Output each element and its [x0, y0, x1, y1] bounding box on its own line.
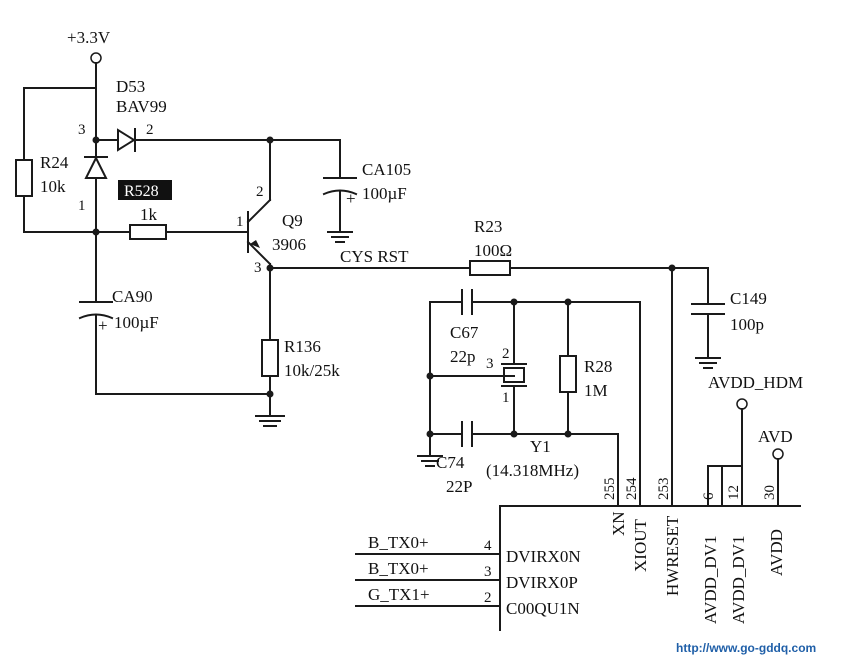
watermark-url: http://www.go-gddq.com [676, 641, 816, 655]
c149-value: 100p [730, 315, 764, 334]
avdd-hdm-label: AVDD_HDM [708, 373, 803, 392]
c67-value: 22p [450, 347, 476, 366]
d53-diode: D53 BAV99 3 2 1 [78, 77, 271, 236]
ic-pin-name-avdd-dv1-b: AVDD_DV1 [729, 536, 748, 624]
ca90-capacitor: + CA90 100µF [78, 231, 269, 395]
ca90-polarity: + [98, 316, 108, 335]
reset-net: CYS RST R23 100Ω C149 100p [269, 217, 767, 507]
q9-pin3: 3 [254, 260, 262, 276]
ic-pin-name-avdd-dv1-a: AVDD_DV1 [701, 536, 720, 624]
y1-freq: (14.318MHz) [486, 461, 579, 480]
d53-pin3: 3 [78, 122, 86, 138]
r136-ref: R136 [284, 337, 321, 356]
r136-value: 10k/25k [284, 361, 340, 380]
ic-pin-name-xiout: XIOUT [631, 519, 650, 572]
d53-part: BAV99 [116, 97, 167, 116]
ic-pin-num-6: 6 [701, 492, 717, 500]
ca105-ref: CA105 [362, 160, 411, 179]
r28-ref: R28 [584, 357, 612, 376]
r24-value: 10k [40, 177, 66, 196]
ic-pin-num-2: 2 [484, 590, 492, 606]
crystal-circuit: C67 22p 3 2 1 R28 1M C74 22P Y [417, 289, 641, 507]
r24-resistor: R24 10k [15, 87, 97, 233]
q9-pin2: 2 [256, 184, 264, 200]
vcc-supply: +3.3V [67, 28, 111, 89]
y1-pin2: 2 [502, 346, 510, 362]
y1-pin1: 1 [502, 390, 510, 406]
ic-pin-num-30: 30 [762, 485, 778, 500]
ic-pin-name-dvirx0p: DVIRX0P [506, 573, 578, 592]
y1-pin3: 3 [486, 356, 494, 372]
ca90-value: 100µF [114, 313, 159, 332]
cys-rst-label: CYS RST [340, 247, 409, 266]
ic-pin-num-4: 4 [484, 538, 492, 554]
ic-pin-num-255: 255 [602, 478, 618, 501]
d53-pin2: 2 [146, 122, 154, 138]
r528-value: 1k [140, 205, 158, 224]
q9-ref: Q9 [282, 211, 303, 230]
ic-chip: 255 254 253 6 12 30 XN XIOUT HWRESET AVD… [355, 477, 801, 631]
ic-net-g-tx1: G_TX1+ [368, 585, 430, 604]
vcc-label: +3.3V [67, 28, 111, 47]
ic-pin-name-xn: XN [609, 511, 628, 536]
ic-pin-num-12: 12 [726, 485, 742, 500]
c74-value: 22P [446, 477, 472, 496]
ic-pin-num-253: 253 [656, 478, 672, 501]
r28-value: 1M [584, 381, 608, 400]
ic-pin-name-avdd: AVDD [767, 529, 786, 576]
ic-net-b-tx0-b: B_TX0+ [368, 559, 429, 578]
r24-ref: R24 [40, 153, 69, 172]
avdd-supplies: AVDD_HDM AVD [707, 373, 803, 507]
ic-pin-num-3: 3 [484, 564, 492, 580]
ca105-polarity: + [346, 189, 356, 208]
q9-transistor: 1 2 3 Q9 3906 [236, 136, 306, 341]
d53-pin1: 1 [78, 198, 86, 214]
avd-label: AVD [758, 427, 793, 446]
r23-ref: R23 [474, 217, 502, 236]
r23-value: 100Ω [474, 241, 512, 260]
c149-ref: C149 [730, 289, 767, 308]
ic-pin-name-c00qu1n: C00QU1N [506, 599, 580, 618]
ca90-ref: CA90 [112, 287, 153, 306]
y1-ref: Y1 [530, 437, 551, 456]
ic-net-b-tx0-a: B_TX0+ [368, 533, 429, 552]
ca105-value: 100µF [362, 184, 407, 203]
ca105-capacitor: + CA105 100µF [269, 139, 411, 243]
r528-resistor: R528 1k [95, 180, 249, 240]
d53-ref: D53 [116, 77, 145, 96]
q9-pin1: 1 [236, 214, 244, 230]
c67-ref: C67 [450, 323, 479, 342]
ic-pin-name-hwreset: HWRESET [663, 515, 682, 596]
ic-pin-num-254: 254 [624, 477, 640, 500]
ic-pin-name-dvirx0n: DVIRX0N [506, 547, 581, 566]
q9-part: 3906 [272, 235, 306, 254]
r136-resistor: R136 10k/25k [255, 337, 340, 427]
r528-ref: R528 [124, 183, 159, 200]
c74-ref: C74 [436, 453, 465, 472]
